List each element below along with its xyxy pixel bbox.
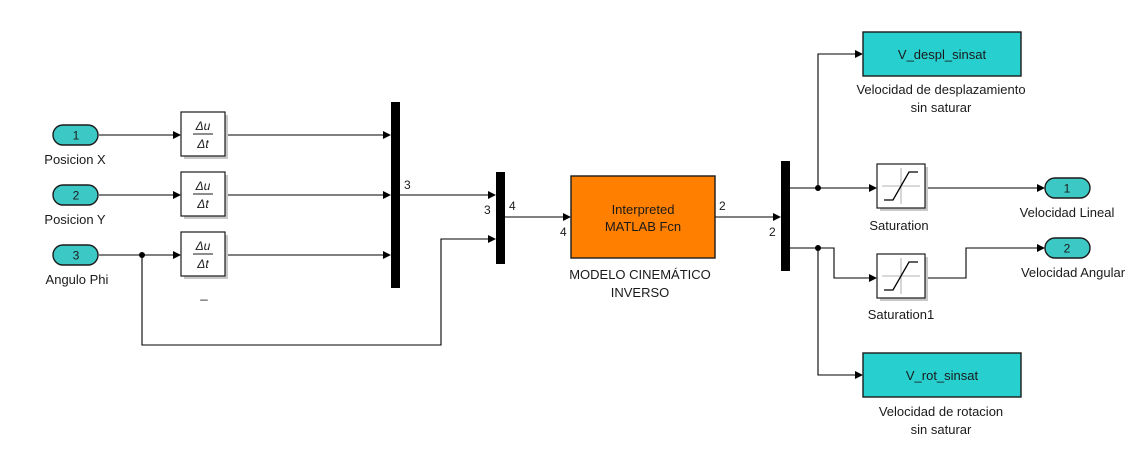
inport-1-label: Posicion X: [44, 152, 106, 167]
fcn-block-name-line1: MODELO CINEMÁTICO: [569, 267, 711, 282]
inport-3-label: Angulo Phi: [46, 272, 109, 287]
goto-block-v-despl-sinsat[interactable]: V_despl_sinsat: [862, 31, 1022, 77]
mux-1-output-width: 3: [404, 178, 411, 192]
outport-2-label: Velocidad Angular: [1021, 265, 1126, 280]
outport-2-number: 2: [1064, 242, 1071, 256]
goto-tag-v-despl-sinsat: V_despl_sinsat: [898, 47, 987, 62]
arrow-head: [855, 371, 863, 379]
fcn-output-width: 2: [719, 199, 726, 213]
mux-1-block[interactable]: [391, 102, 400, 288]
derivative-block-1[interactable]: Δu Δt: [180, 111, 228, 159]
derivative-numerator: Δu: [195, 239, 211, 253]
inport-2-label: Posicion Y: [44, 212, 106, 227]
inport-2-block[interactable]: 2: [52, 184, 99, 206]
arrow-head: [1037, 184, 1045, 192]
arrow-head: [869, 274, 877, 282]
arrow-head: [383, 131, 391, 139]
derivative-block-2[interactable]: Δu Δt: [180, 171, 228, 219]
derivative-denominator: Δt: [196, 257, 209, 271]
arrow-head: [488, 235, 496, 243]
arrow-head: [383, 191, 391, 199]
fcn-input-width: 4: [560, 225, 567, 239]
goto-tag-v-rot-sinsat: V_rot_sinsat: [906, 368, 979, 383]
saturation-block-name: Saturation: [869, 218, 928, 233]
saturation1-block[interactable]: [876, 253, 928, 301]
derivative-numerator: Δu: [195, 179, 211, 193]
outport-1-block[interactable]: 1: [1044, 177, 1091, 199]
arrow-head: [173, 191, 181, 199]
wire-phi-branch: [141, 238, 489, 346]
inport-3-number: 3: [73, 249, 80, 263]
goto-caption-despl-line2: sin saturar: [911, 100, 972, 115]
inport-1-block[interactable]: 1: [52, 124, 99, 146]
arrow-head: [563, 213, 571, 221]
arrow-head: [773, 213, 781, 221]
goto-block-v-rot-sinsat[interactable]: V_rot_sinsat: [862, 352, 1022, 398]
arrow-head: [173, 131, 181, 139]
saturation-curve-icon: [884, 171, 918, 201]
wire-to-goto-despl: [817, 53, 856, 188]
fcn-block-name-line2: INVERSO: [611, 285, 670, 300]
interpreted-matlab-fcn-block[interactable]: Interpreted MATLAB Fcn: [570, 175, 716, 259]
arrow-head: [173, 251, 181, 259]
saturation-block[interactable]: [876, 163, 928, 211]
mux-2-input-width: 3: [484, 203, 491, 217]
mux-2-output-width: 4: [509, 199, 516, 213]
fcn-text-line1: Interpreted: [612, 202, 675, 217]
inport-2-number: 2: [73, 189, 80, 203]
saturation1-block-name: Saturation1: [868, 307, 935, 322]
derivative-block-name: _: [199, 286, 208, 301]
outport-2-block[interactable]: 2: [1044, 237, 1091, 259]
demux-input-width: 2: [769, 225, 776, 239]
derivative-denominator: Δt: [196, 197, 209, 211]
derivative-numerator: Δu: [195, 119, 211, 133]
derivative-denominator: Δt: [196, 137, 209, 151]
demux-block[interactable]: [781, 161, 790, 271]
derivative-block-3[interactable]: Δu Δt: [180, 231, 228, 279]
mux-2-block[interactable]: [496, 172, 505, 264]
inport-1-number: 1: [73, 129, 80, 143]
arrow-head: [855, 50, 863, 58]
goto-caption-rot-line1: Velocidad de rotacion: [879, 404, 1003, 419]
signal-lines: [99, 50, 1045, 379]
arrow-head: [1037, 244, 1045, 252]
saturation-curve-icon: [884, 261, 918, 291]
outport-1-label: Velocidad Lineal: [1020, 205, 1115, 220]
inport-3-block[interactable]: 3: [52, 244, 99, 266]
arrow-head: [383, 251, 391, 259]
fcn-text-line2: MATLAB Fcn: [605, 219, 681, 234]
goto-caption-rot-line2: sin saturar: [911, 422, 972, 437]
wire-sat1-out2: [926, 247, 1038, 279]
goto-caption-despl-line1: Velocidad de desplazamiento: [856, 82, 1025, 97]
arrow-head: [869, 184, 877, 192]
wire-to-goto-rot: [817, 248, 856, 376]
wire-demux-sat1: [790, 247, 870, 279]
outport-1-number: 1: [1064, 182, 1071, 196]
arrow-head: [488, 191, 496, 199]
